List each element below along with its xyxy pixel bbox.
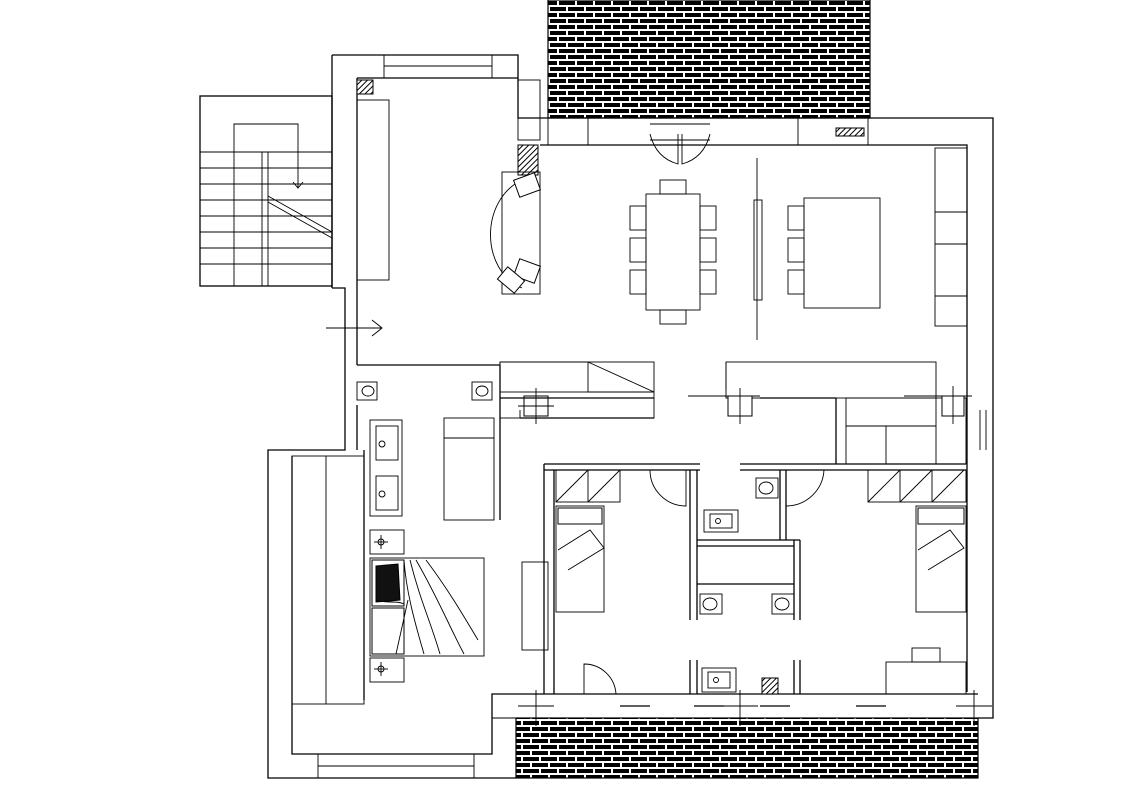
entry-arrow-icon [326,319,383,337]
sink-icon [369,419,403,517]
double-door-icon [649,123,711,165]
structural-columns [518,386,992,726]
desk-icon [885,647,967,695]
door-icons [519,410,825,695]
terrace-top [547,0,871,119]
master-bedroom [291,455,549,705]
wardrobe-icon [555,469,621,503]
sink-icon [701,509,739,693]
sofa-icon [490,171,542,295]
terrace-bottom [515,717,979,779]
toilet-icon [356,381,493,401]
interior-walls [356,364,966,700]
staircase-icon [199,95,333,287]
living-dining [753,147,968,340]
single-bed-icon [555,505,605,613]
exterior-walls [267,54,994,779]
dining-table-icon [629,179,717,325]
desk-table-icon [787,197,881,309]
entrance-hall [356,79,541,281]
single-bed-icon [915,505,967,613]
shower-icon [443,417,495,521]
window-icons [492,705,978,719]
nightstand-icon [369,529,405,683]
wardrobe-icon [867,469,967,503]
double-bed-icon [369,557,485,657]
toilet-icon [699,477,795,615]
